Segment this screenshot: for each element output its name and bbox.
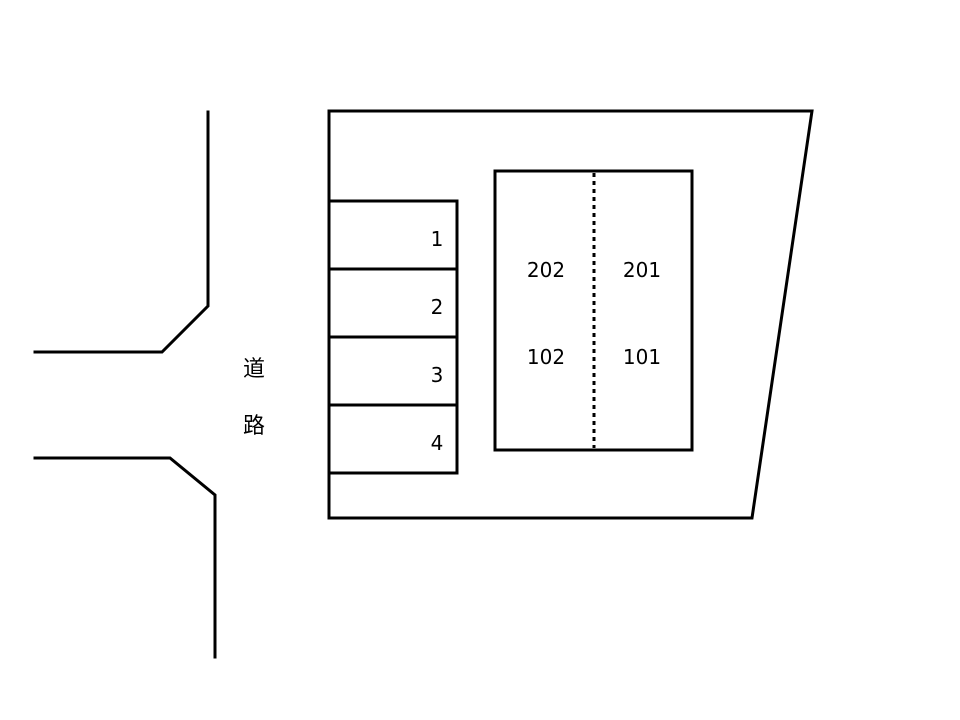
unit-label-102: 102	[527, 345, 565, 369]
unit-label-101: 101	[623, 345, 661, 369]
parking-space-label-2: 2	[431, 295, 444, 319]
parking-area: 1 2 3 4	[327, 199, 459, 475]
unit-label-202: 202	[527, 258, 565, 282]
parking-space-label-1: 1	[431, 227, 444, 251]
road-edge-upper	[33, 110, 210, 354]
building: 202 201 102 101	[493, 169, 694, 452]
building-outline	[493, 169, 694, 452]
road-outline	[33, 110, 217, 659]
road-label-top: 道	[243, 357, 265, 382]
parking-space-4	[327, 403, 459, 475]
parking-space-label-3: 3	[431, 363, 444, 387]
road-label-bottom: 路	[243, 414, 265, 439]
unit-label-201: 201	[623, 258, 661, 282]
parking-space-label-4: 4	[431, 431, 444, 455]
road-edge-lower	[33, 456, 217, 659]
